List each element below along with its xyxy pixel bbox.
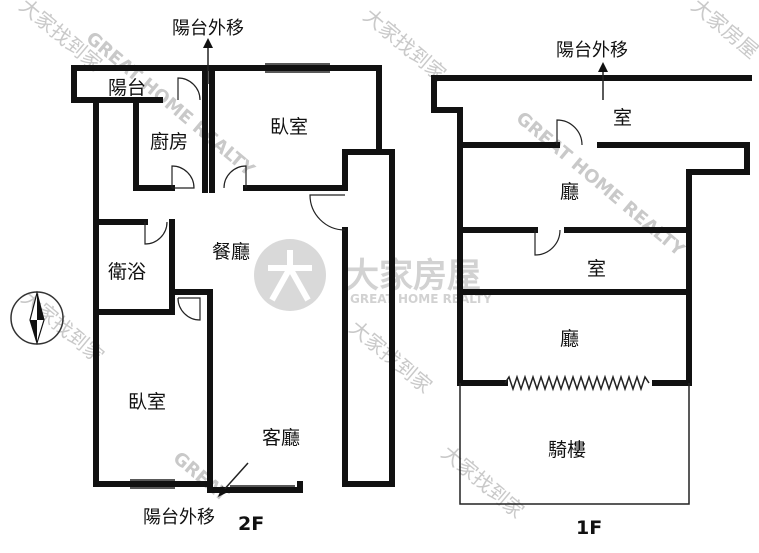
door-swing	[223, 165, 247, 189]
arrow-down-icon	[218, 486, 228, 497]
watermark-diagonal-text: 大家找到家	[359, 3, 451, 86]
floor-1-plan: 陽台外移 室 廳 室 廳 騎樓 1F	[431, 40, 752, 539]
door-swing	[309, 194, 346, 231]
wall	[169, 219, 208, 295]
note-balcony-moved-bottom: 陽台外移	[143, 507, 215, 528]
note-balcony-moved-top: 陽台外移	[172, 18, 244, 39]
brand-logo-mark	[268, 250, 312, 302]
room-label-living: 客廳	[262, 427, 300, 449]
accordion-door	[504, 374, 650, 392]
arcade-outline	[459, 383, 690, 505]
door-swing	[144, 221, 168, 245]
wall	[93, 289, 175, 315]
arrow-line	[221, 462, 249, 493]
north-arrow-icon	[29, 290, 45, 346]
door-swing	[177, 297, 201, 321]
floor-tag-1f: 1F	[576, 517, 602, 539]
brand-subtitle: GREAT HOME REALTY	[350, 292, 492, 306]
room-label-bedroom-top: 臥室	[270, 116, 308, 138]
wall	[431, 107, 463, 386]
room-label-1f-room-mid: 室	[587, 258, 606, 280]
room-label-dining: 餐廳	[212, 241, 250, 263]
compass	[10, 290, 64, 346]
brand-logo-circle	[254, 239, 326, 311]
note-balcony-moved-1f: 陽台外移	[556, 40, 628, 61]
wall	[243, 149, 395, 191]
watermark-diagonal-text: 大家房屋	[687, 0, 759, 63]
floor-tag-2f: 2F	[238, 513, 264, 535]
floor-2-plan: 陽台外移 陽台 廚房 臥室 衛浴 餐廳 臥室 客廳 陽台外移 2F	[71, 18, 395, 535]
arrow-up-icon	[598, 62, 608, 72]
door-swing	[177, 77, 201, 101]
watermark-diagonal-text: 大家找到家	[437, 440, 529, 523]
arrow-up-icon	[203, 38, 213, 48]
room-label-bathroom: 衛浴	[108, 261, 146, 283]
room-label-1f-room-top: 室	[613, 107, 632, 129]
wall	[431, 75, 752, 113]
wall	[133, 97, 175, 191]
door-swing	[171, 165, 195, 189]
room-label-1f-hall-lower: 廳	[560, 328, 579, 350]
brand-logo: 大家房屋 GREAT HOME REALTY	[254, 239, 492, 311]
room-label-1f-hall-upper: 廳	[560, 181, 579, 203]
room-label-1f-arcade: 騎樓	[548, 439, 586, 461]
room-label-balcony: 陽台	[108, 77, 146, 99]
room-label-kitchen: 廚房	[150, 130, 188, 153]
watermark-diagonal-text: GREAT HOME REALTY	[82, 28, 259, 181]
watermark-diagonal-text: GREAT	[169, 448, 233, 507]
room-label-bedroom-left: 臥室	[128, 391, 166, 413]
watermark-diagonal-text: GREAT HOME REALTY	[512, 108, 689, 261]
door-swing	[556, 119, 583, 146]
wall	[597, 142, 750, 386]
door-swing	[534, 229, 561, 256]
